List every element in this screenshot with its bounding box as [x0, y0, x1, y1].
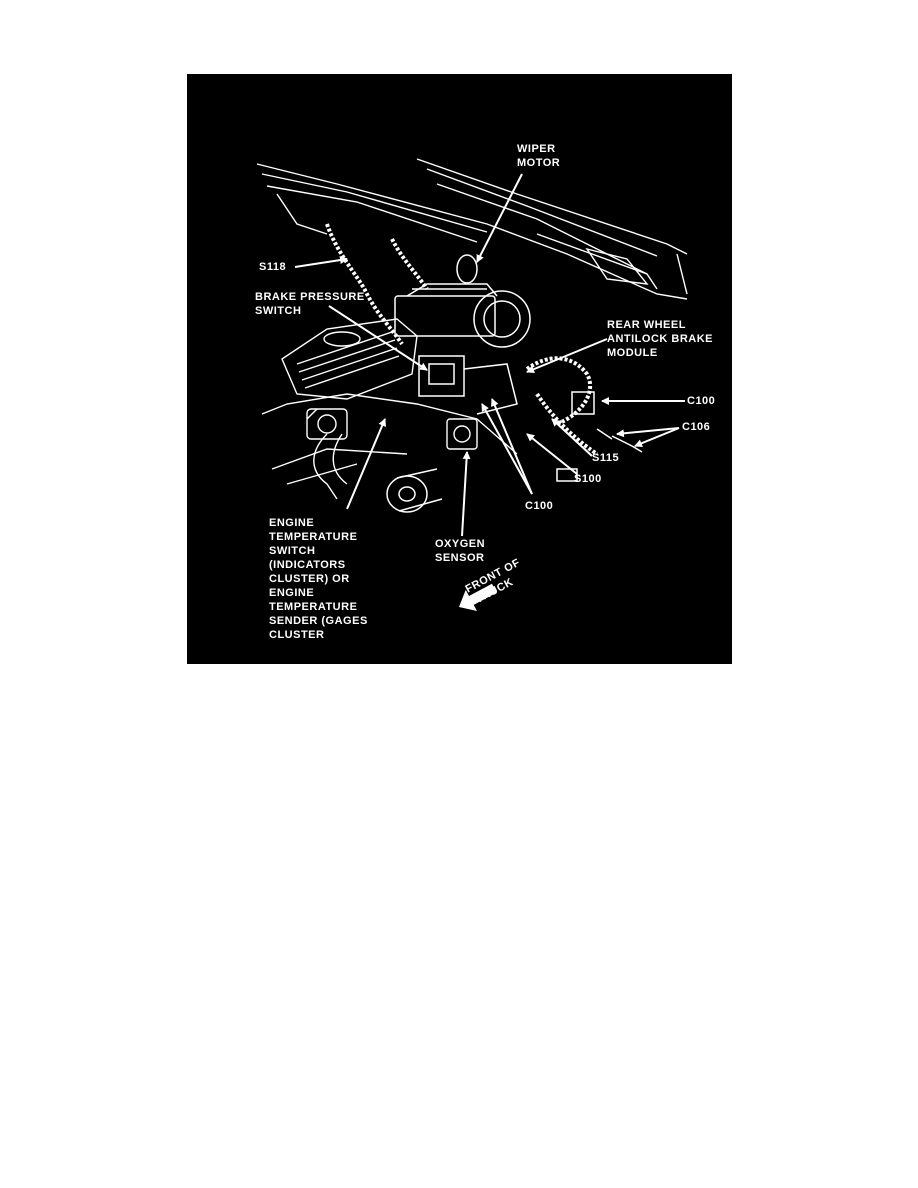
- wiper-motor-label: WIPER MOTOR: [517, 143, 561, 169]
- c106-label: C106: [682, 421, 711, 433]
- right-connectors: [556, 391, 643, 482]
- brake-pressure-switch-label: BRAKE PRESSURE SWITCH: [255, 291, 365, 317]
- firewall-cowl: [256, 158, 688, 300]
- s100-label: S100: [574, 473, 602, 485]
- master-cylinder: [394, 254, 531, 348]
- callout-arrows: [294, 173, 685, 537]
- front-of-truck-arrow: [459, 583, 497, 612]
- c100-right-label: C100: [687, 395, 716, 407]
- engine-illustration: [256, 158, 688, 612]
- s115-label: S115: [592, 452, 620, 464]
- valve-cover: [281, 318, 418, 400]
- rear-wheel-abs-module-label: REAR WHEEL ANTILOCK BRAKE MODULE: [607, 319, 713, 359]
- right-harness: [525, 356, 599, 456]
- front-pipe: [386, 468, 443, 513]
- oxygen-sensor-label: OXYGEN SENSOR: [435, 538, 486, 564]
- c100-bottom-label: C100: [525, 500, 554, 512]
- engine-temperature-label: ENGINE TEMPERATURE SWITCH (INDICATORS CL…: [269, 517, 368, 641]
- harness-s118: [325, 223, 429, 346]
- engine-compartment-diagram: WIPER MOTOR S118 BRAKE PRESSURE SWITCH R…: [187, 74, 732, 664]
- abs-module: [418, 355, 518, 415]
- lower-engine: [261, 393, 518, 500]
- s118-label: S118: [259, 261, 287, 273]
